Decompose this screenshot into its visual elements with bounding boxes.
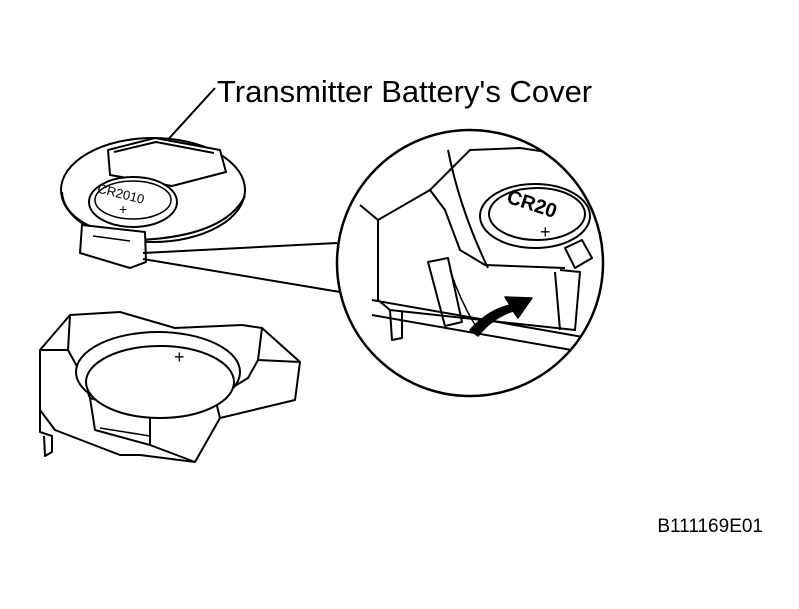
figure-code: B111169E01 [657,516,763,537]
zoom-detail [335,128,605,398]
callout-label: Transmitter Battery's Cover [217,74,592,109]
zoom-pointer-line-lower [142,258,341,293]
battery-cover [60,137,246,269]
zoom-battery-plus: + [540,222,551,242]
cover-battery-plus: + [119,201,127,217]
tray-battery-plus: + [174,347,185,367]
insertion-arrow-icon [469,296,533,337]
zoom-pointer-line-upper [142,242,338,254]
battery-tray [39,311,301,463]
